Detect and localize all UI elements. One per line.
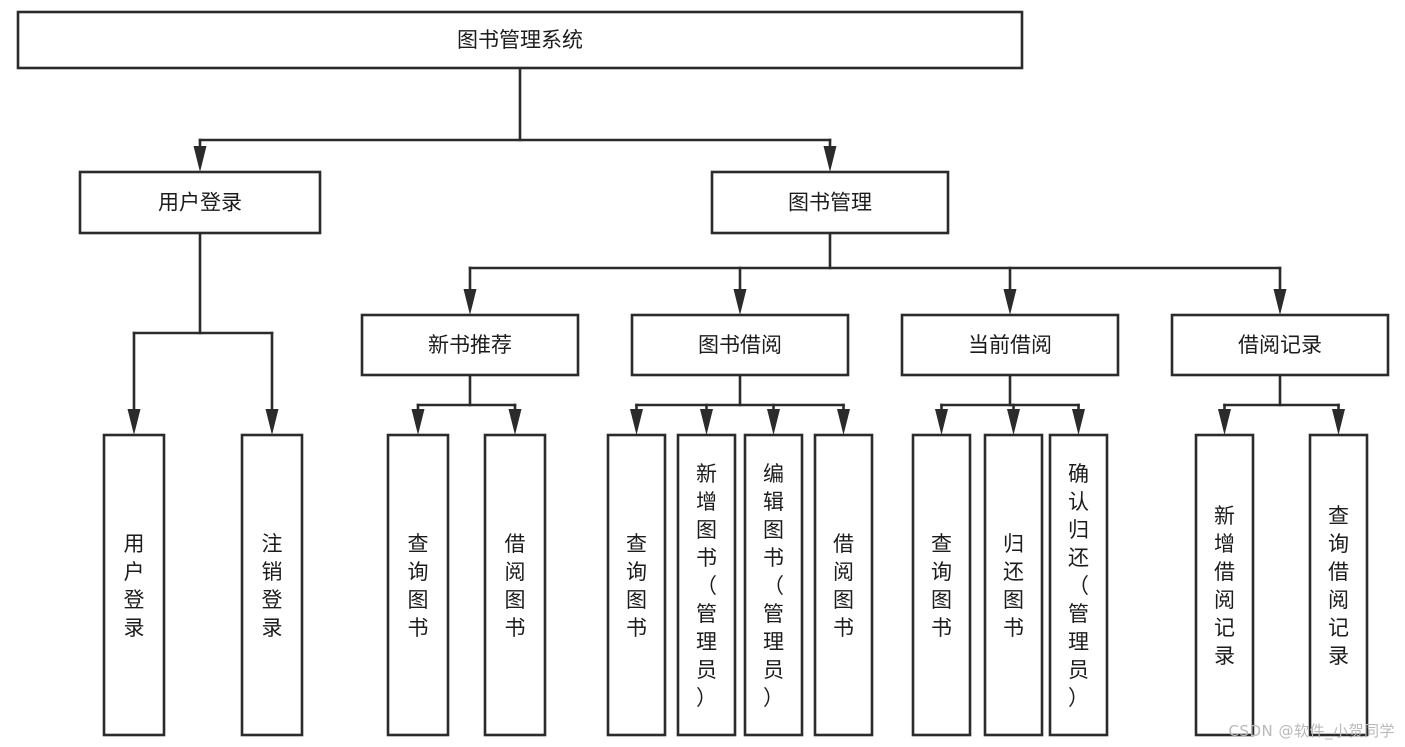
node-leaf-cb-query[interactable]: 查询图书 — [911, 433, 972, 737]
node-leaf-bb-edit[interactable]: 编辑图书（管理员） — [743, 433, 804, 737]
node-box-user-login — [78, 170, 322, 235]
node-label-leaf-cb-confirm: 确认归还（管理员） — [1068, 462, 1089, 710]
node-leaf-cb-confirm[interactable]: 确认归还（管理员） — [1048, 433, 1109, 737]
node-leaf-user-logout[interactable]: 注销登录 — [240, 433, 304, 737]
node-box-leaf-br-query — [1308, 433, 1369, 737]
node-label-leaf-user-login: 用户登录 — [124, 532, 145, 640]
node-label-user-login: 用户登录 — [158, 191, 242, 215]
node-borrow-record[interactable]: 借阅记录 — [1170, 313, 1390, 377]
node-book-manage[interactable]: 图书管理 — [710, 170, 950, 235]
node-leaf-rec-query[interactable]: 查询图书 — [386, 433, 450, 737]
node-label-leaf-bb-borrow: 借阅图书 — [833, 532, 854, 640]
node-user-login[interactable]: 用户登录 — [78, 170, 322, 235]
node-box-leaf-bb-edit — [743, 433, 804, 737]
edge-group-user-login — [127, 231, 279, 435]
node-label-book-borrow: 图书借阅 — [698, 333, 782, 357]
node-leaf-bb-query[interactable]: 查询图书 — [606, 433, 667, 737]
edge-group-book-manage — [463, 231, 1287, 315]
node-leaf-user-login[interactable]: 用户登录 — [102, 433, 166, 737]
node-box-current-borrow — [900, 313, 1120, 377]
node-label-leaf-bb-add: 新增图书（管理员） — [696, 462, 717, 710]
node-label-borrow-record: 借阅记录 — [1238, 333, 1322, 357]
node-leaf-br-query[interactable]: 查询借阅记录 — [1308, 433, 1369, 737]
node-leaf-br-add[interactable]: 新增借阅记录 — [1194, 433, 1255, 737]
node-box-leaf-rec-borrow — [483, 433, 547, 737]
node-label-current-borrow: 当前借阅 — [968, 333, 1052, 357]
edge-group-book-borrow — [630, 373, 850, 435]
node-label-leaf-cb-query: 查询图书 — [931, 532, 952, 640]
node-label-leaf-br-add: 新增借阅记录 — [1214, 504, 1235, 668]
node-label-leaf-bb-edit: 编辑图书（管理员） — [763, 462, 784, 710]
node-leaf-rec-borrow[interactable]: 借阅图书 — [483, 433, 547, 737]
node-label-leaf-user-logout: 注销登录 — [262, 532, 283, 640]
node-box-root — [16, 10, 1024, 70]
node-box-leaf-bb-add — [676, 433, 737, 737]
edges-layer — [127, 66, 1345, 435]
node-box-leaf-cb-query — [911, 433, 972, 737]
node-box-new-book-rec — [360, 313, 580, 377]
node-current-borrow[interactable]: 当前借阅 — [900, 313, 1120, 377]
node-box-leaf-user-logout — [240, 433, 304, 737]
edge-group-borrow-record — [1218, 373, 1345, 435]
node-label-book-manage: 图书管理 — [788, 191, 872, 215]
node-leaf-bb-add[interactable]: 新增图书（管理员） — [676, 433, 737, 737]
node-box-leaf-rec-query — [386, 433, 450, 737]
node-box-leaf-user-login — [102, 433, 166, 737]
node-label-new-book-rec: 新书推荐 — [428, 333, 512, 357]
edge-group-current-borrow — [935, 373, 1085, 435]
node-leaf-cb-return[interactable]: 归还图书 — [983, 433, 1044, 737]
node-box-leaf-bb-query — [606, 433, 667, 737]
node-book-borrow[interactable]: 图书借阅 — [630, 313, 850, 377]
node-box-book-borrow — [630, 313, 850, 377]
node-label-leaf-rec-borrow: 借阅图书 — [505, 532, 526, 640]
node-box-leaf-cb-return — [983, 433, 1044, 737]
edge-group-new-book-rec — [411, 373, 522, 435]
node-root[interactable]: 图书管理系统 — [16, 10, 1024, 70]
node-new-book-rec[interactable]: 新书推荐 — [360, 313, 580, 377]
node-label-leaf-cb-return: 归还图书 — [1003, 532, 1024, 640]
node-box-leaf-bb-borrow — [813, 433, 874, 737]
node-box-borrow-record — [1170, 313, 1390, 377]
node-box-book-manage — [710, 170, 950, 235]
node-label-leaf-rec-query: 查询图书 — [408, 532, 429, 640]
node-label-leaf-br-query: 查询借阅记录 — [1328, 504, 1349, 668]
node-box-leaf-cb-confirm — [1048, 433, 1109, 737]
node-label-leaf-bb-query: 查询图书 — [626, 532, 647, 640]
node-label-root: 图书管理系统 — [457, 28, 583, 52]
node-leaf-bb-borrow[interactable]: 借阅图书 — [813, 433, 874, 737]
edge-group-root — [193, 66, 837, 172]
nodes-layer: 图书管理系统用户登录图书管理新书推荐图书借阅当前借阅借阅记录用户登录注销登录查询… — [16, 10, 1390, 737]
node-box-leaf-br-add — [1194, 433, 1255, 737]
